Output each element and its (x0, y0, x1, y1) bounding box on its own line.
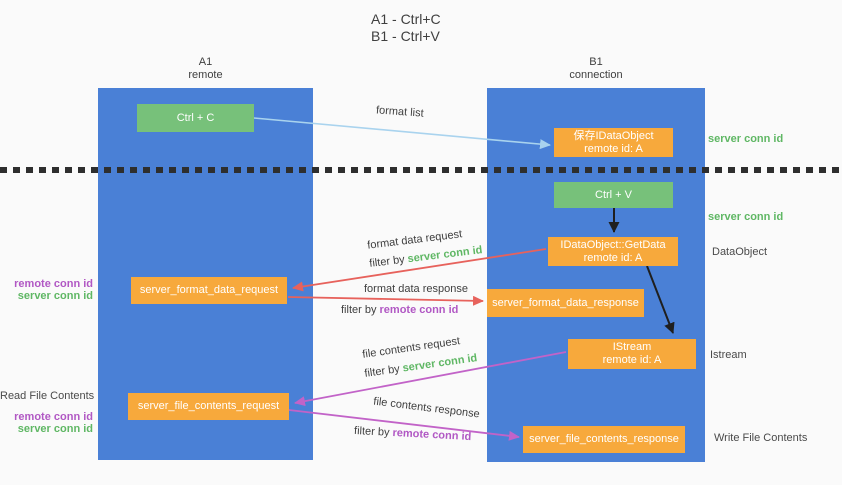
write-file-contents-label: Write File Contents (714, 432, 808, 444)
format-data-response-arrow-label: format data response (364, 283, 468, 295)
server-format-data-request-label: server_format_data_request (139, 284, 279, 296)
server-file-contents-response-node: server_file_contents_response (523, 426, 685, 453)
left-conn-id-group-top: remote conn id server conn id (0, 278, 93, 302)
read-file-contents-label: Read File Contents (0, 390, 95, 402)
filter-by-text: filter by (353, 424, 393, 439)
server-conn-id-left-bottom-label: server conn id (17, 423, 93, 435)
format-data-response-arrow (287, 295, 484, 306)
server-conn-id-right-mid-label: server conn id (708, 211, 784, 223)
ctrl-c-node: Ctrl + C (137, 104, 254, 132)
lane-header-b1: B1 connection (487, 56, 705, 82)
server-conn-id-inline-label: server conn id (406, 244, 484, 266)
server-file-contents-request-label: server_file_contents_request (137, 400, 280, 412)
lane-b1-name: B1 (589, 56, 603, 68)
istream-node: IStream remote id: A (568, 339, 696, 369)
istream-line1: IStream (612, 341, 652, 353)
dataobject-label: DataObject (712, 246, 768, 258)
save-idataobject-line2: remote id: A (584, 142, 643, 155)
filter-by-text: filter by (341, 304, 380, 316)
server-conn-id-right-top-label: server conn id (708, 133, 784, 145)
getdata-line1: IDataObject::GetData (560, 238, 666, 251)
lane-header-a1: A1 remote (98, 56, 313, 82)
ctrl-v-node: Ctrl + V (554, 182, 673, 208)
save-idataobject-node: 保存IDataObject remote id: A (554, 128, 673, 157)
idataobject-getdata-node: IDataObject::GetData remote id: A (548, 237, 678, 266)
remote-conn-id-left-bottom-label: remote conn id (14, 411, 93, 423)
filter-by-text: filter by (368, 253, 409, 270)
left-conn-id-group-bottom: remote conn id server conn id (0, 411, 93, 435)
server-file-contents-response-label: server_file_contents_response (529, 433, 679, 445)
session-divider-dotted-line (0, 167, 842, 173)
diagram-title: A1 - Ctrl+C B1 - Ctrl+V (371, 11, 441, 45)
lane-a1-role: remote (188, 69, 223, 81)
lane-a1-name: A1 (198, 56, 213, 68)
getdata-line2: remote id: A (583, 251, 643, 264)
ctrl-c-label: Ctrl + C (176, 111, 215, 124)
title-line-1: A1 - Ctrl+C (371, 11, 441, 27)
format-list-arrow-label: format list (375, 104, 425, 120)
filter-by-text: filter by (363, 362, 404, 380)
file-contents-response-arrow-label: file contents response (372, 395, 481, 421)
remote-conn-id-inline-label: remote conn id (379, 304, 459, 316)
file-contents-response-filter-label: filter by remote conn id (354, 425, 472, 443)
istream-side-label: Istream (710, 349, 747, 361)
remote-conn-id-inline-label: remote conn id (392, 426, 472, 444)
save-idataobject-line1: 保存IDataObject (573, 129, 654, 142)
title-line-2: B1 - Ctrl+V (371, 28, 440, 44)
remote-conn-id-left-top-label: remote conn id (14, 278, 93, 290)
server-conn-id-inline-label: server conn id (401, 352, 479, 375)
server-format-data-request-node: server_format_data_request (131, 277, 287, 304)
server-file-contents-request-node: server_file_contents_request (128, 393, 289, 420)
istream-line2: remote id: A (602, 354, 662, 366)
server-format-data-response-node: server_format_data_response (487, 289, 644, 317)
server-conn-id-left-top-label: server conn id (17, 290, 93, 302)
lane-b1-role: connection (569, 69, 623, 81)
ctrl-v-label: Ctrl + V (595, 188, 632, 201)
server-format-data-response-label: server_format_data_response (492, 296, 639, 309)
format-data-response-filter-label: filter by remote conn id (341, 304, 458, 316)
